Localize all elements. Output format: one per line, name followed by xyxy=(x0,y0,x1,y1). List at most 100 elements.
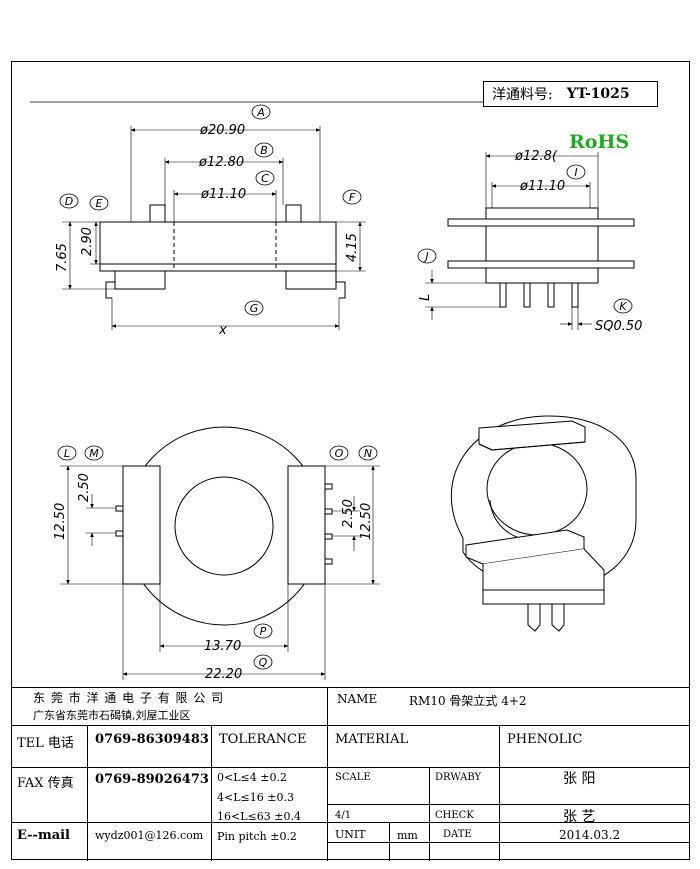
tolerance-2: 4<L≤16 ±0.3 xyxy=(217,791,294,804)
bubble-n: N xyxy=(364,447,372,460)
title-block: 东 莞 市 洋 通 电 子 有 限 公 司 广东省东莞市石碣镇,刘屋工业区 NA… xyxy=(11,687,690,861)
bubble-f: F xyxy=(349,191,356,204)
tolerance-label: TOLERANCE xyxy=(219,732,307,747)
tolerance-4: Pin pitch ±0.2 xyxy=(217,830,297,843)
bottom-pin-r4 xyxy=(324,558,333,565)
bubbles xyxy=(57,104,633,670)
dim-d1280-top: ø12.80 xyxy=(198,155,244,170)
bubble-q: Q xyxy=(259,656,268,669)
iso-outer xyxy=(450,415,637,585)
dim-1250-left: 12.50 xyxy=(53,503,68,540)
front-flange-bottom xyxy=(99,263,337,272)
bubble-l: L xyxy=(64,447,70,460)
bubble-b: B xyxy=(260,144,268,157)
iso-pin-2 xyxy=(551,604,565,632)
bubble-i: I xyxy=(574,166,577,179)
side-flange-top xyxy=(447,218,635,227)
bottom-bore-circle xyxy=(174,476,274,576)
company-address: 广东省东莞市石碣镇,刘屋工业区 xyxy=(33,709,191,722)
side-top-boss xyxy=(485,207,599,220)
company-name: 东 莞 市 洋 通 电 子 有 限 公 司 xyxy=(33,691,225,705)
dim-1250-right: 12.50 xyxy=(359,503,374,540)
tel-value: 0769-86309483 xyxy=(95,732,209,747)
bubble-e: E xyxy=(96,197,103,210)
bubble-k: K xyxy=(619,300,627,313)
unit-value: mm xyxy=(397,829,418,842)
iso-pin-1 xyxy=(527,604,541,632)
isometric-view xyxy=(450,415,637,632)
drawing-frame xyxy=(11,61,690,860)
bottom-pin-block-left xyxy=(122,465,161,585)
date-label: DATE xyxy=(443,829,472,840)
dim-L: L xyxy=(418,294,433,301)
dim-d2090: ø20.90 xyxy=(199,123,245,138)
dim-250-left: 2.50 xyxy=(77,473,92,502)
side-pin-2 xyxy=(523,282,531,308)
tolerance-1: 0<L≤4 ±0.2 xyxy=(217,771,287,784)
bubble-g: G xyxy=(250,302,259,315)
dim-x: x xyxy=(218,323,227,338)
scale-label: SCALE xyxy=(335,772,371,783)
material-value: PHENOLIC xyxy=(507,732,583,747)
dim-2220: 22.20 xyxy=(205,667,242,682)
front-pin-right xyxy=(336,281,346,299)
dim-765: 7.65 xyxy=(55,243,70,272)
tel-label: TEL 电话 xyxy=(17,736,74,751)
part-number-label: 洋通料号: xyxy=(492,87,553,103)
front-tab-right xyxy=(285,204,302,223)
dim-250-right: 2.50 xyxy=(341,499,356,528)
side-pin-1 xyxy=(499,282,507,308)
bubble-p: P xyxy=(260,625,267,638)
side-pin-4 xyxy=(571,282,579,308)
name-value: RM10 骨架立式 4+2 xyxy=(409,694,527,708)
bubble-a: A xyxy=(256,106,265,119)
part-number: YT-1025 xyxy=(566,86,630,102)
tolerance-3: 16<L≤63 ±0.4 xyxy=(217,810,301,823)
bubble-d: D xyxy=(65,195,73,208)
fax-value: 0769-89026473 xyxy=(95,772,209,787)
email-label: E--mail xyxy=(17,828,70,843)
front-pin-block-left xyxy=(114,270,166,290)
front-pin-block-right xyxy=(285,270,337,290)
material-label: MATERIAL xyxy=(335,732,409,747)
dim-d1280-side: ø12.8( xyxy=(514,149,558,164)
bubble-c: C xyxy=(261,172,269,185)
iso-tab-top-edge xyxy=(478,441,586,451)
bubble-labels: A B C D E F G I J K L M O N P Q xyxy=(64,106,627,669)
front-pin-left xyxy=(105,281,115,299)
dim-d1110-side: ø11.10 xyxy=(519,179,565,194)
bottom-pin-r2 xyxy=(324,508,333,515)
drawn-value: 张 阳 xyxy=(563,771,596,787)
bottom-pin-r1 xyxy=(324,483,333,490)
email-value: wydz001@126.com xyxy=(95,829,204,842)
iso-tab-top xyxy=(478,420,586,451)
part-number-box: 洋通料号: YT-1025 xyxy=(483,81,658,107)
bubble-m: M xyxy=(89,447,99,460)
date-value: 2014.03.2 xyxy=(559,828,621,842)
check-value: 张 艺 xyxy=(563,809,596,825)
bottom-pin-l1 xyxy=(115,505,124,512)
front-flange-top xyxy=(99,221,337,265)
dim-d1110-top: ø11.10 xyxy=(200,187,246,202)
fax-label: FAX 传真 xyxy=(17,776,74,791)
bubble-o: O xyxy=(335,447,344,460)
dim-sq050: SQ0.50 xyxy=(595,319,642,334)
rohs-mark: RoHS xyxy=(569,131,630,153)
check-label: CHECK xyxy=(435,810,474,821)
dim-415: 4.15 xyxy=(345,233,360,262)
iso-bore-outer xyxy=(486,442,588,536)
bottom-pin-r3 xyxy=(324,533,333,540)
front-view xyxy=(62,126,366,330)
side-pin-3 xyxy=(547,282,555,308)
side-view xyxy=(425,152,635,330)
scale-value: 4/1 xyxy=(335,810,352,821)
dim-1370: 13.70 xyxy=(204,639,241,654)
unit-label: UNIT xyxy=(335,828,366,841)
bubble-j: J xyxy=(423,250,428,263)
bottom-pin-block-right xyxy=(287,465,326,585)
bottom-view xyxy=(60,426,380,680)
dim-290: 2.90 xyxy=(80,227,95,256)
name-label: NAME xyxy=(337,692,378,706)
side-flange-bottom xyxy=(447,260,635,269)
